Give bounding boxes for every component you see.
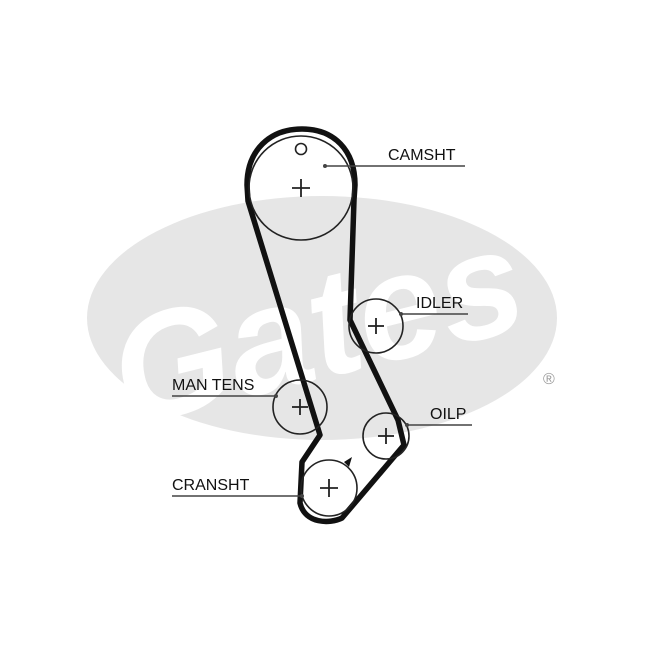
crankshaft-pulley-circle: [300, 459, 358, 517]
idler-pulley-circle: [348, 298, 404, 354]
camshaft-pulley-circle: [248, 135, 354, 241]
camshaft-pulley: [248, 135, 354, 241]
crankshaft-pulley: [300, 457, 358, 517]
cranksht-leader: [172, 494, 304, 498]
tensioner-pulley: [272, 379, 328, 435]
leader-lines: [172, 164, 472, 498]
oil-pump-center-cross-icon: [378, 428, 394, 444]
oil-pump-pulley-circle: [362, 412, 410, 460]
crank-timing-arrow-icon: [344, 457, 352, 467]
label-oil-pump: OILP: [430, 406, 466, 423]
watermark-ellipse: [87, 196, 557, 440]
camshaft-center-cross-icon: [292, 179, 310, 197]
timing-mark-icon: [294, 142, 308, 156]
belt-outline: [244, 126, 407, 525]
tensioner-pulley-circle: [272, 379, 328, 435]
pulleys: [248, 135, 410, 517]
label-idler: IDLER: [416, 295, 463, 312]
idler-leader: [399, 312, 468, 316]
camshaft-leader: [323, 164, 465, 168]
labels: CAMSHT IDLER MAN TENS OILP CRANSHT: [172, 147, 466, 494]
label-crankshaft: CRANSHT: [172, 477, 250, 494]
man-tens-leader: [172, 394, 278, 398]
timing-belt: [244, 126, 407, 525]
idler-center-cross-icon: [368, 318, 384, 334]
tensioner-center-cross-icon: [292, 399, 308, 415]
label-camshaft: CAMSHT: [388, 147, 456, 164]
oil-pump-pulley: [362, 412, 410, 460]
label-man-tens: MAN TENS: [172, 377, 254, 394]
registered-mark: ®: [543, 371, 555, 388]
crankshaft-center-cross-icon: [320, 479, 338, 497]
idler-pulley: [348, 298, 404, 354]
gates-watermark: Gates ®: [87, 194, 557, 458]
oilp-leader: [405, 423, 472, 427]
